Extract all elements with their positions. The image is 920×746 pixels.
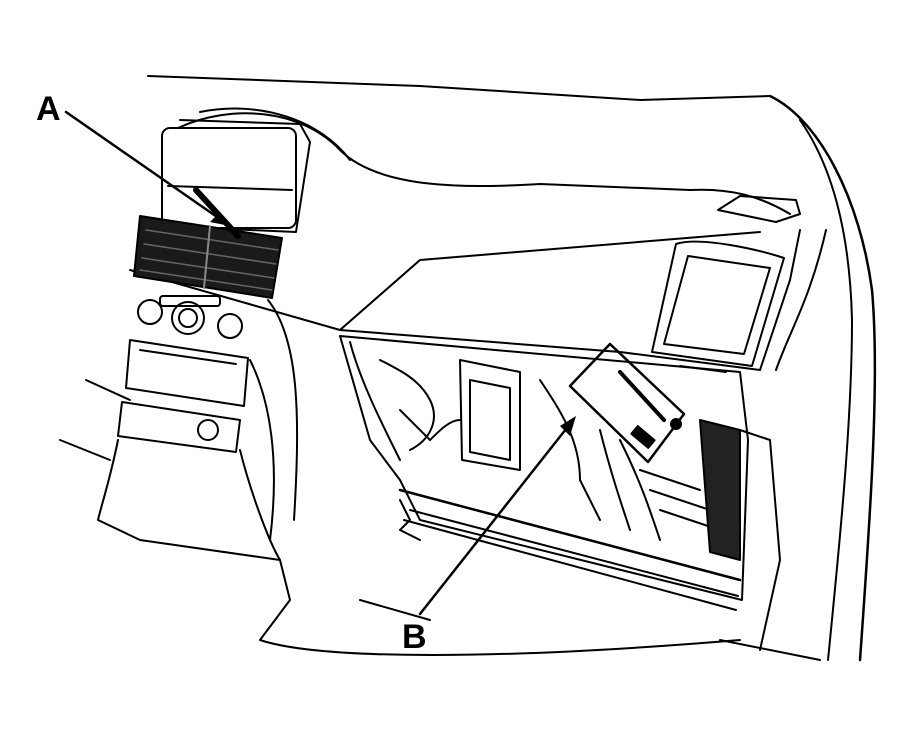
callout-label-a: A (36, 90, 61, 128)
kick-panel-outline (739, 429, 781, 651)
interior-hose-2 (619, 439, 661, 541)
dash-face-right (759, 229, 801, 371)
floor-line-left (85, 379, 131, 401)
knob-center-inner (178, 308, 198, 328)
defroster-vent (717, 195, 801, 223)
nav-screen-divider (167, 185, 293, 191)
interior-duct-1 (379, 359, 435, 451)
knob-center (171, 301, 205, 335)
glovebox-frame-lower (403, 519, 737, 611)
glovebox-opening (339, 335, 749, 601)
interior-hose (599, 429, 631, 531)
center-vent-slats (139, 229, 279, 291)
center-stack-edge (267, 299, 299, 521)
filter-lid (568, 342, 686, 464)
glovebox-frame-bottom-2 (409, 509, 739, 597)
glovebox-interior-left (349, 341, 401, 461)
passenger-vent-inner (663, 255, 771, 355)
accessory-socket (197, 419, 219, 441)
console-curve (249, 359, 275, 541)
dash-top-inner (199, 107, 351, 161)
filter-lid-screw (670, 418, 682, 430)
console-left (97, 439, 141, 541)
vent-divider (203, 225, 211, 289)
callout-arrow-b-head (560, 416, 576, 436)
a-pillar-inner (799, 119, 853, 661)
knob-right (217, 313, 243, 339)
interior-box (469, 379, 511, 461)
center-stack-tray (117, 401, 241, 453)
door-edge (775, 229, 827, 371)
dash-face-top (129, 269, 761, 371)
passenger-vent-outer (651, 240, 785, 367)
callout-label-b: B (402, 618, 427, 656)
passenger-vent-slot (679, 365, 727, 373)
filter-lid-slot (618, 370, 666, 422)
kick-panel-edge (699, 419, 741, 561)
lower-trim (259, 639, 741, 656)
center-stack-slot (139, 349, 237, 365)
dash-top-curve (177, 112, 791, 215)
dash-face-lower (339, 231, 761, 331)
interior-duct-2 (459, 359, 521, 471)
interior-bracket (399, 409, 461, 441)
knob-left (137, 299, 163, 325)
callout-arrow-a-line (64, 110, 232, 228)
windshield-edge (147, 75, 771, 101)
center-stack-lower (125, 339, 249, 407)
nav-screen-bezel (159, 119, 311, 233)
trim-tool (193, 187, 241, 239)
console-side (239, 449, 281, 561)
console-front (139, 539, 291, 641)
callout-arrow-b-line (418, 422, 572, 616)
a-pillar-outer (768, 94, 877, 662)
floor-edge (719, 639, 821, 661)
button-row (159, 295, 221, 307)
floor-line-2 (59, 439, 111, 461)
glovebox-ledge-left (399, 499, 421, 541)
nav-screen-outline (161, 127, 297, 229)
filter-lid-tab (630, 425, 656, 449)
glovebox-frame-bottom (398, 488, 742, 582)
lower-trim-2 (359, 599, 431, 621)
